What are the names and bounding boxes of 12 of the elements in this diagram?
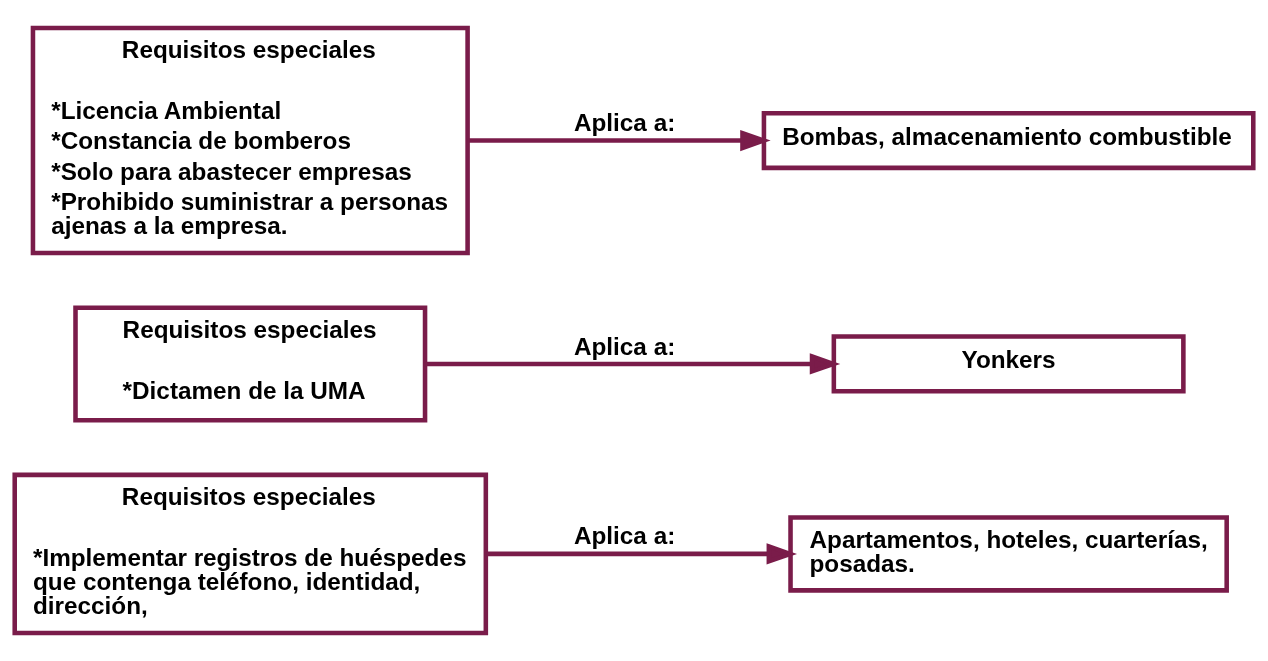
arrow <box>486 543 798 565</box>
arrow <box>467 129 771 152</box>
node-box: Requisitos especiales *Dictamen de la UMA <box>73 305 428 423</box>
edge-label: Aplica a: <box>573 109 676 137</box>
arrow <box>425 353 841 375</box>
node-box: Requisitos especiales *Implementar registros de huéspedes que contenga teléfono, identidad, dirección, <box>12 472 489 636</box>
node-box: Apartamentos, hoteles, cuarterías, posadas. <box>788 515 1229 593</box>
node-box: Bombas, almacenamiento combustible <box>761 110 1256 171</box>
node-box: Requisitos especiales *Licencia Ambiental *Constancia de bomberos *Solo para abastecer empresas *Prohibido suministrar a personas ajenas a la empresa. <box>30 25 470 256</box>
edge-label: Aplica a: <box>573 522 676 550</box>
node-box: Yonkers <box>831 334 1186 394</box>
edge-label: Aplica a: <box>573 332 676 360</box>
